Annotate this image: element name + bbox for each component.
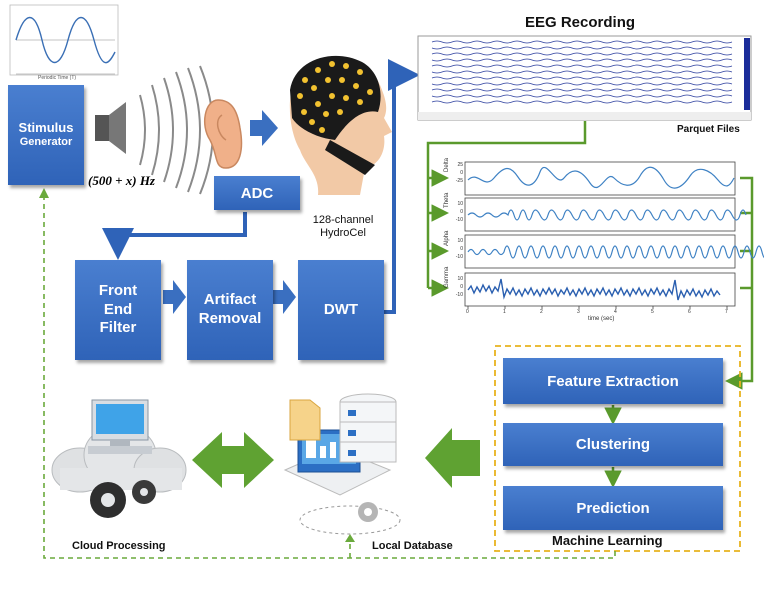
x-tick-1: 1 <box>503 309 506 315</box>
theta-waveform <box>467 209 747 221</box>
machine-learning-label: Machine Learning <box>552 533 663 548</box>
theta-ticks: 10 0 -10 <box>452 200 463 224</box>
front-end-filter-box: Front End Filter <box>75 260 161 360</box>
speaker-icon <box>95 102 126 154</box>
feature-extraction-box: Feature Extraction <box>503 358 723 404</box>
delta-ticks: 25 0 -25 <box>452 161 463 185</box>
gamma-tick-bottom: -10 <box>455 292 463 298</box>
ml-group-border <box>494 345 741 552</box>
stimulus-generator-box: Stimulus Generator <box>8 85 84 185</box>
delta-tick-top: 25 <box>457 162 463 168</box>
x-tick-5: 5 <box>651 309 654 315</box>
artifact-removal-label: Artifact Removal <box>198 291 262 327</box>
eeg-to-bands-connector <box>426 121 587 297</box>
x-tick-6: 6 <box>688 309 691 315</box>
adc-box: ADC <box>214 176 300 210</box>
cloud-processing-label: Cloud Processing <box>72 540 166 552</box>
x-tick-2: 2 <box>540 309 543 315</box>
x-axis-label: time (sec) <box>588 316 615 322</box>
gamma-tick-top: 10 <box>457 276 463 282</box>
theta-tick-top: 10 <box>457 201 463 207</box>
cloud-processing-icon <box>51 399 187 518</box>
clustering-box: Clustering <box>503 423 723 466</box>
theta-tick-bottom: -10 <box>455 217 463 223</box>
theta-tick-mid: 0 <box>460 209 463 215</box>
alpha-ticks: 10 0 -10 <box>452 237 463 261</box>
gamma-tick-mid: 0 <box>460 284 463 290</box>
band-plots-frame <box>464 161 736 307</box>
front-end-filter-label: Front End Filter <box>98 281 138 337</box>
gamma-waveform <box>467 278 721 301</box>
parquet-files-label: Parquet Files <box>677 124 740 135</box>
feedback-loop-dashed <box>43 198 616 559</box>
delta-waveform <box>467 166 735 189</box>
eeg-recording-title: EEG Recording <box>525 14 636 31</box>
stimulus-subtitle: Generator <box>19 136 73 149</box>
band-label-delta: Delta <box>444 157 450 172</box>
dwt-label: DWT <box>323 300 359 318</box>
prediction-box: Prediction <box>503 486 723 530</box>
band-label-theta: Theta <box>444 192 450 208</box>
local-database-icon <box>283 393 401 535</box>
feedback-db-arrowhead <box>345 534 355 542</box>
stimulus-title: Stimulus <box>18 120 74 135</box>
wave-xlabel: Periodic Time (T) <box>38 75 77 81</box>
x-tick-3: 3 <box>577 309 580 315</box>
delta-tick-mid: 0 <box>460 170 463 176</box>
feedback-arrowhead <box>39 188 49 198</box>
x-tick-0: 0 <box>466 309 469 315</box>
x-tick-7: 7 <box>725 309 728 315</box>
database-cloud-sync-arrow <box>192 432 274 488</box>
band-label-gamma: Gamma <box>444 266 450 288</box>
dwt-to-eeg-arrow <box>384 59 420 314</box>
headset-label: 128-channel HydroCel <box>298 214 388 240</box>
stimulus-frequency-label: (500 + x) Hz <box>88 173 155 188</box>
artifact-removal-box: Artifact Removal <box>187 260 273 360</box>
ear-to-head-arrow <box>250 110 278 146</box>
headset-label-line1: 128-channel <box>312 214 374 226</box>
gamma-ticks: 10 0 -10 <box>452 275 463 299</box>
frontend-to-artifact-arrow <box>163 280 186 314</box>
delta-tick-bottom: -25 <box>455 178 463 184</box>
ml-to-database-arrow <box>425 428 480 488</box>
eeg-cap-head-icon <box>289 55 392 195</box>
bands-to-features-connector <box>725 176 754 390</box>
alpha-tick-mid: 0 <box>460 246 463 252</box>
alpha-tick-bottom: -10 <box>455 254 463 260</box>
alpha-waveform <box>467 245 764 259</box>
band-label-alpha: Alpha <box>444 230 450 246</box>
dwt-box: DWT <box>298 260 384 360</box>
adc-to-frontend-arrow <box>102 212 247 260</box>
x-tick-4: 4 <box>614 309 617 315</box>
ear-icon <box>203 99 243 169</box>
alpha-tick-top: 10 <box>457 238 463 244</box>
artifact-to-dwt-arrow <box>273 280 296 314</box>
stimulus-wave-plot <box>9 4 119 76</box>
headset-label-line2: HydroCel <box>320 227 366 240</box>
eeg-recording-plot <box>417 35 752 121</box>
local-database-label: Local Database <box>372 540 453 552</box>
